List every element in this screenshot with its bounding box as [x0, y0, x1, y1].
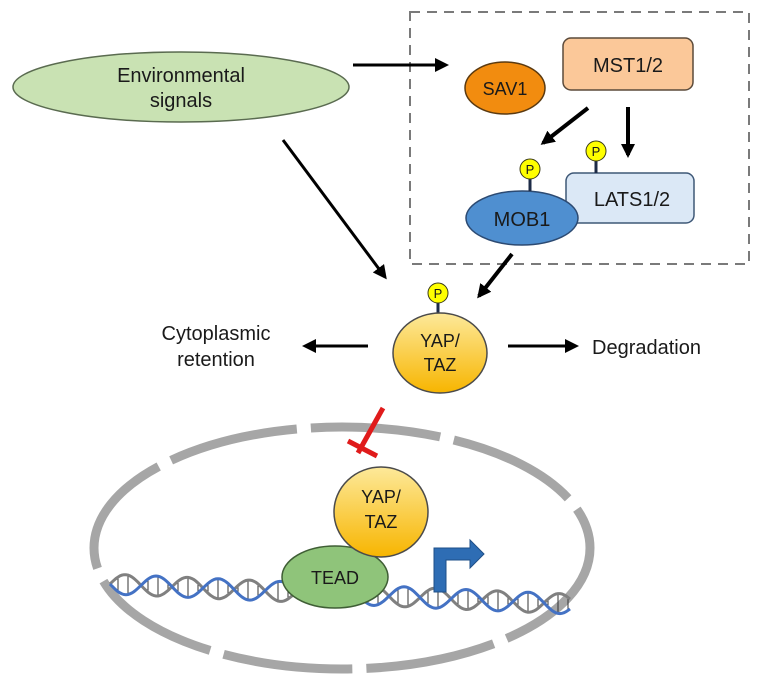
environmental-signals-label-line1: Environmental [117, 65, 245, 87]
environmental-signals-label-line2: signals [150, 90, 212, 112]
sav1-label: SAV1 [483, 79, 528, 99]
yap-taz-nuclear-label-line2: TAZ [365, 512, 398, 532]
mst12-node: MST1/2 [562, 37, 694, 91]
sav1-node: SAV1 [464, 61, 546, 115]
mob1-label: MOB1 [494, 209, 551, 231]
yap-taz-label-line1: YAP/ [420, 331, 460, 351]
lats12-node: LATS1/2 [565, 172, 695, 224]
arrow-kinase-to-yap-taz [477, 252, 514, 299]
phospho-icon [519, 158, 541, 180]
yap-taz-nuclear-label-line1: YAP/ [361, 487, 401, 507]
phospho-icon [427, 282, 449, 304]
lats12-label: LATS1/2 [594, 189, 670, 211]
nucleus-membrane [89, 422, 595, 674]
yap-taz-nuclear-node: YAP/ TAZ [333, 466, 429, 558]
mob1-node: MOB1 [465, 190, 579, 246]
transcription-start-arrow-icon [433, 538, 485, 593]
inhibition-nuclear-entry [346, 406, 386, 459]
kinase-core-box [409, 11, 750, 265]
phospho-icon [585, 140, 607, 162]
tead-node: TEAD [281, 545, 389, 609]
lats-phospho-label: P [592, 144, 601, 159]
lats-phospho-group: P [585, 140, 607, 173]
arrow-mst-to-mob1 [540, 106, 590, 145]
yap-phospho-label: P [434, 286, 443, 301]
cytoplasmic-retention-line1: Cytoplasmic [162, 323, 271, 345]
mst12-label: MST1/2 [593, 55, 663, 77]
degradation-label: Degradation [592, 337, 701, 359]
yap-taz-label-line2: TAZ [424, 355, 457, 375]
mob1-phospho-group: P [519, 158, 541, 191]
mob1-phospho-label: P [526, 162, 535, 177]
tead-label: TEAD [311, 568, 359, 588]
environmental-signals-node: Environmental signals [12, 51, 350, 123]
yap-taz-cytoplasmic-node: P YAP/ TAZ [392, 282, 488, 394]
arrow-env-to-yap-taz [281, 139, 387, 280]
cytoplasmic-retention-line2: retention [177, 349, 255, 371]
